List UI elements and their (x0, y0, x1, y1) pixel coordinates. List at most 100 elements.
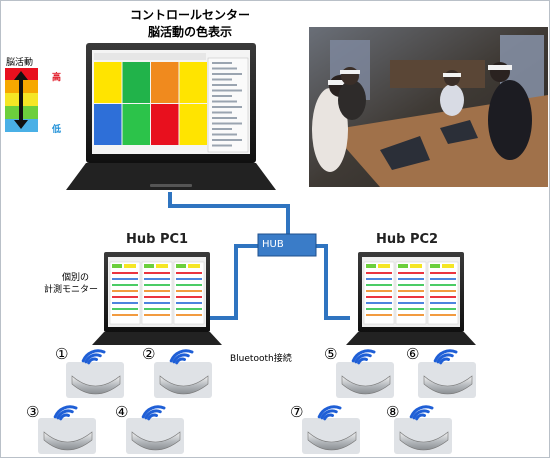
panel-trace (366, 296, 392, 298)
panel-trace (144, 272, 170, 274)
hub-pc1-laptop (92, 252, 222, 345)
hub-box (257, 233, 317, 257)
panel-status (430, 264, 440, 268)
control-laptop-base (66, 163, 276, 190)
legend-title: 脳活動 (6, 58, 34, 68)
photo-person-front (312, 88, 348, 172)
signal-arc (53, 405, 78, 419)
panel-trace (112, 308, 138, 310)
signal-arc (81, 349, 106, 363)
grid-cell (122, 62, 150, 103)
bluetooth-signal-icon (351, 349, 376, 365)
bluetooth-signal-icon (141, 405, 166, 421)
headband-icon (159, 375, 209, 395)
bluetooth-signal-icon (409, 405, 434, 421)
headband-icon (423, 375, 473, 395)
photo-headband-2 (340, 70, 360, 74)
panel-trace (176, 278, 202, 280)
panel-trace (430, 278, 456, 280)
control-title-line2: 脳活動の色表示 (147, 25, 232, 39)
photo-headband-1 (328, 80, 352, 85)
line-hub-to-pc1 (204, 244, 258, 320)
panel-trace (144, 290, 170, 292)
photo-person-4 (488, 80, 532, 160)
signal-arc (412, 409, 430, 420)
panel-text-line (212, 117, 237, 119)
headband-devices (38, 349, 476, 454)
signal-arc (436, 353, 454, 364)
grid-cell (94, 104, 122, 145)
bluetooth-signal-icon (169, 349, 194, 365)
panel-trace (366, 272, 392, 274)
headband-device-6 (418, 349, 476, 398)
panel-text-line (212, 100, 237, 103)
panel-text-line (212, 128, 232, 130)
panel-text-line (212, 139, 242, 141)
grid-cell (151, 104, 179, 145)
brain-color-grid (94, 53, 207, 145)
signal-arc (354, 353, 372, 364)
panel-trace (430, 302, 456, 304)
headband-device-2 (154, 349, 212, 398)
panel-status (398, 264, 408, 268)
signal-arc (409, 405, 434, 419)
panel-trace (144, 302, 170, 304)
panel-status (366, 264, 376, 268)
panel-trace (176, 314, 202, 316)
panel-trace (112, 290, 138, 292)
panel-status (112, 264, 122, 268)
panel-trace (430, 308, 456, 310)
panel-trace (430, 272, 456, 274)
control-panel-text-lines (212, 62, 242, 147)
panel-trace (176, 296, 202, 298)
control-laptop-touchpad (150, 184, 192, 187)
panel-text-line (212, 84, 237, 86)
panel-text-line (212, 78, 232, 81)
pc1-caption-line1: 個別の (62, 273, 90, 283)
control-toolbar (94, 53, 206, 60)
headband-device-5 (336, 349, 394, 398)
photo-head-2 (341, 67, 359, 85)
legend-arrow-down-icon (14, 120, 28, 129)
legend-arrow-up-icon (14, 71, 28, 80)
panel-trace (112, 284, 138, 286)
headband-device-1 (66, 349, 124, 398)
headband-icon (307, 431, 357, 451)
panel-trace (144, 284, 170, 286)
panel-trace (144, 308, 170, 310)
device-7-number: ⑦ (290, 403, 304, 421)
legend-low-label: 低 (52, 125, 62, 135)
grid-cell (179, 62, 207, 103)
signal-arc (175, 357, 186, 365)
signal-arc (415, 413, 426, 421)
panel-trace (366, 284, 392, 286)
hub-pc1-label: Hub PC1 (126, 232, 189, 247)
device-5-number: ⑤ (324, 345, 338, 363)
signal-arc (172, 353, 190, 364)
bluetooth-signal-icon (433, 349, 458, 365)
device-3-number: ③ (26, 403, 40, 421)
headband-device-4 (126, 405, 184, 454)
headband-icon (71, 375, 121, 395)
control-side-panel (207, 57, 249, 153)
panel-text-line (212, 89, 242, 92)
panel-trace (366, 314, 392, 316)
panel-status (156, 264, 168, 268)
signal-arc (439, 357, 450, 365)
panel-trace (398, 314, 424, 316)
hub-pc2-label: Hub PC2 (376, 232, 439, 247)
bluetooth-signal-icon (81, 349, 106, 365)
signal-arc (144, 409, 162, 420)
panel-trace (144, 278, 170, 280)
panel-text-line (212, 73, 242, 75)
headband-icon (43, 431, 93, 451)
panel-text-line (212, 144, 232, 147)
panel-trace (366, 302, 392, 304)
photo-head-3 (444, 70, 460, 86)
device-1-number: ① (55, 345, 69, 363)
panel-text-line (212, 67, 237, 70)
photo-person-2 (338, 80, 366, 120)
panel-trace (430, 290, 456, 292)
headband-device-7 (302, 405, 360, 454)
panel-trace (430, 284, 456, 286)
